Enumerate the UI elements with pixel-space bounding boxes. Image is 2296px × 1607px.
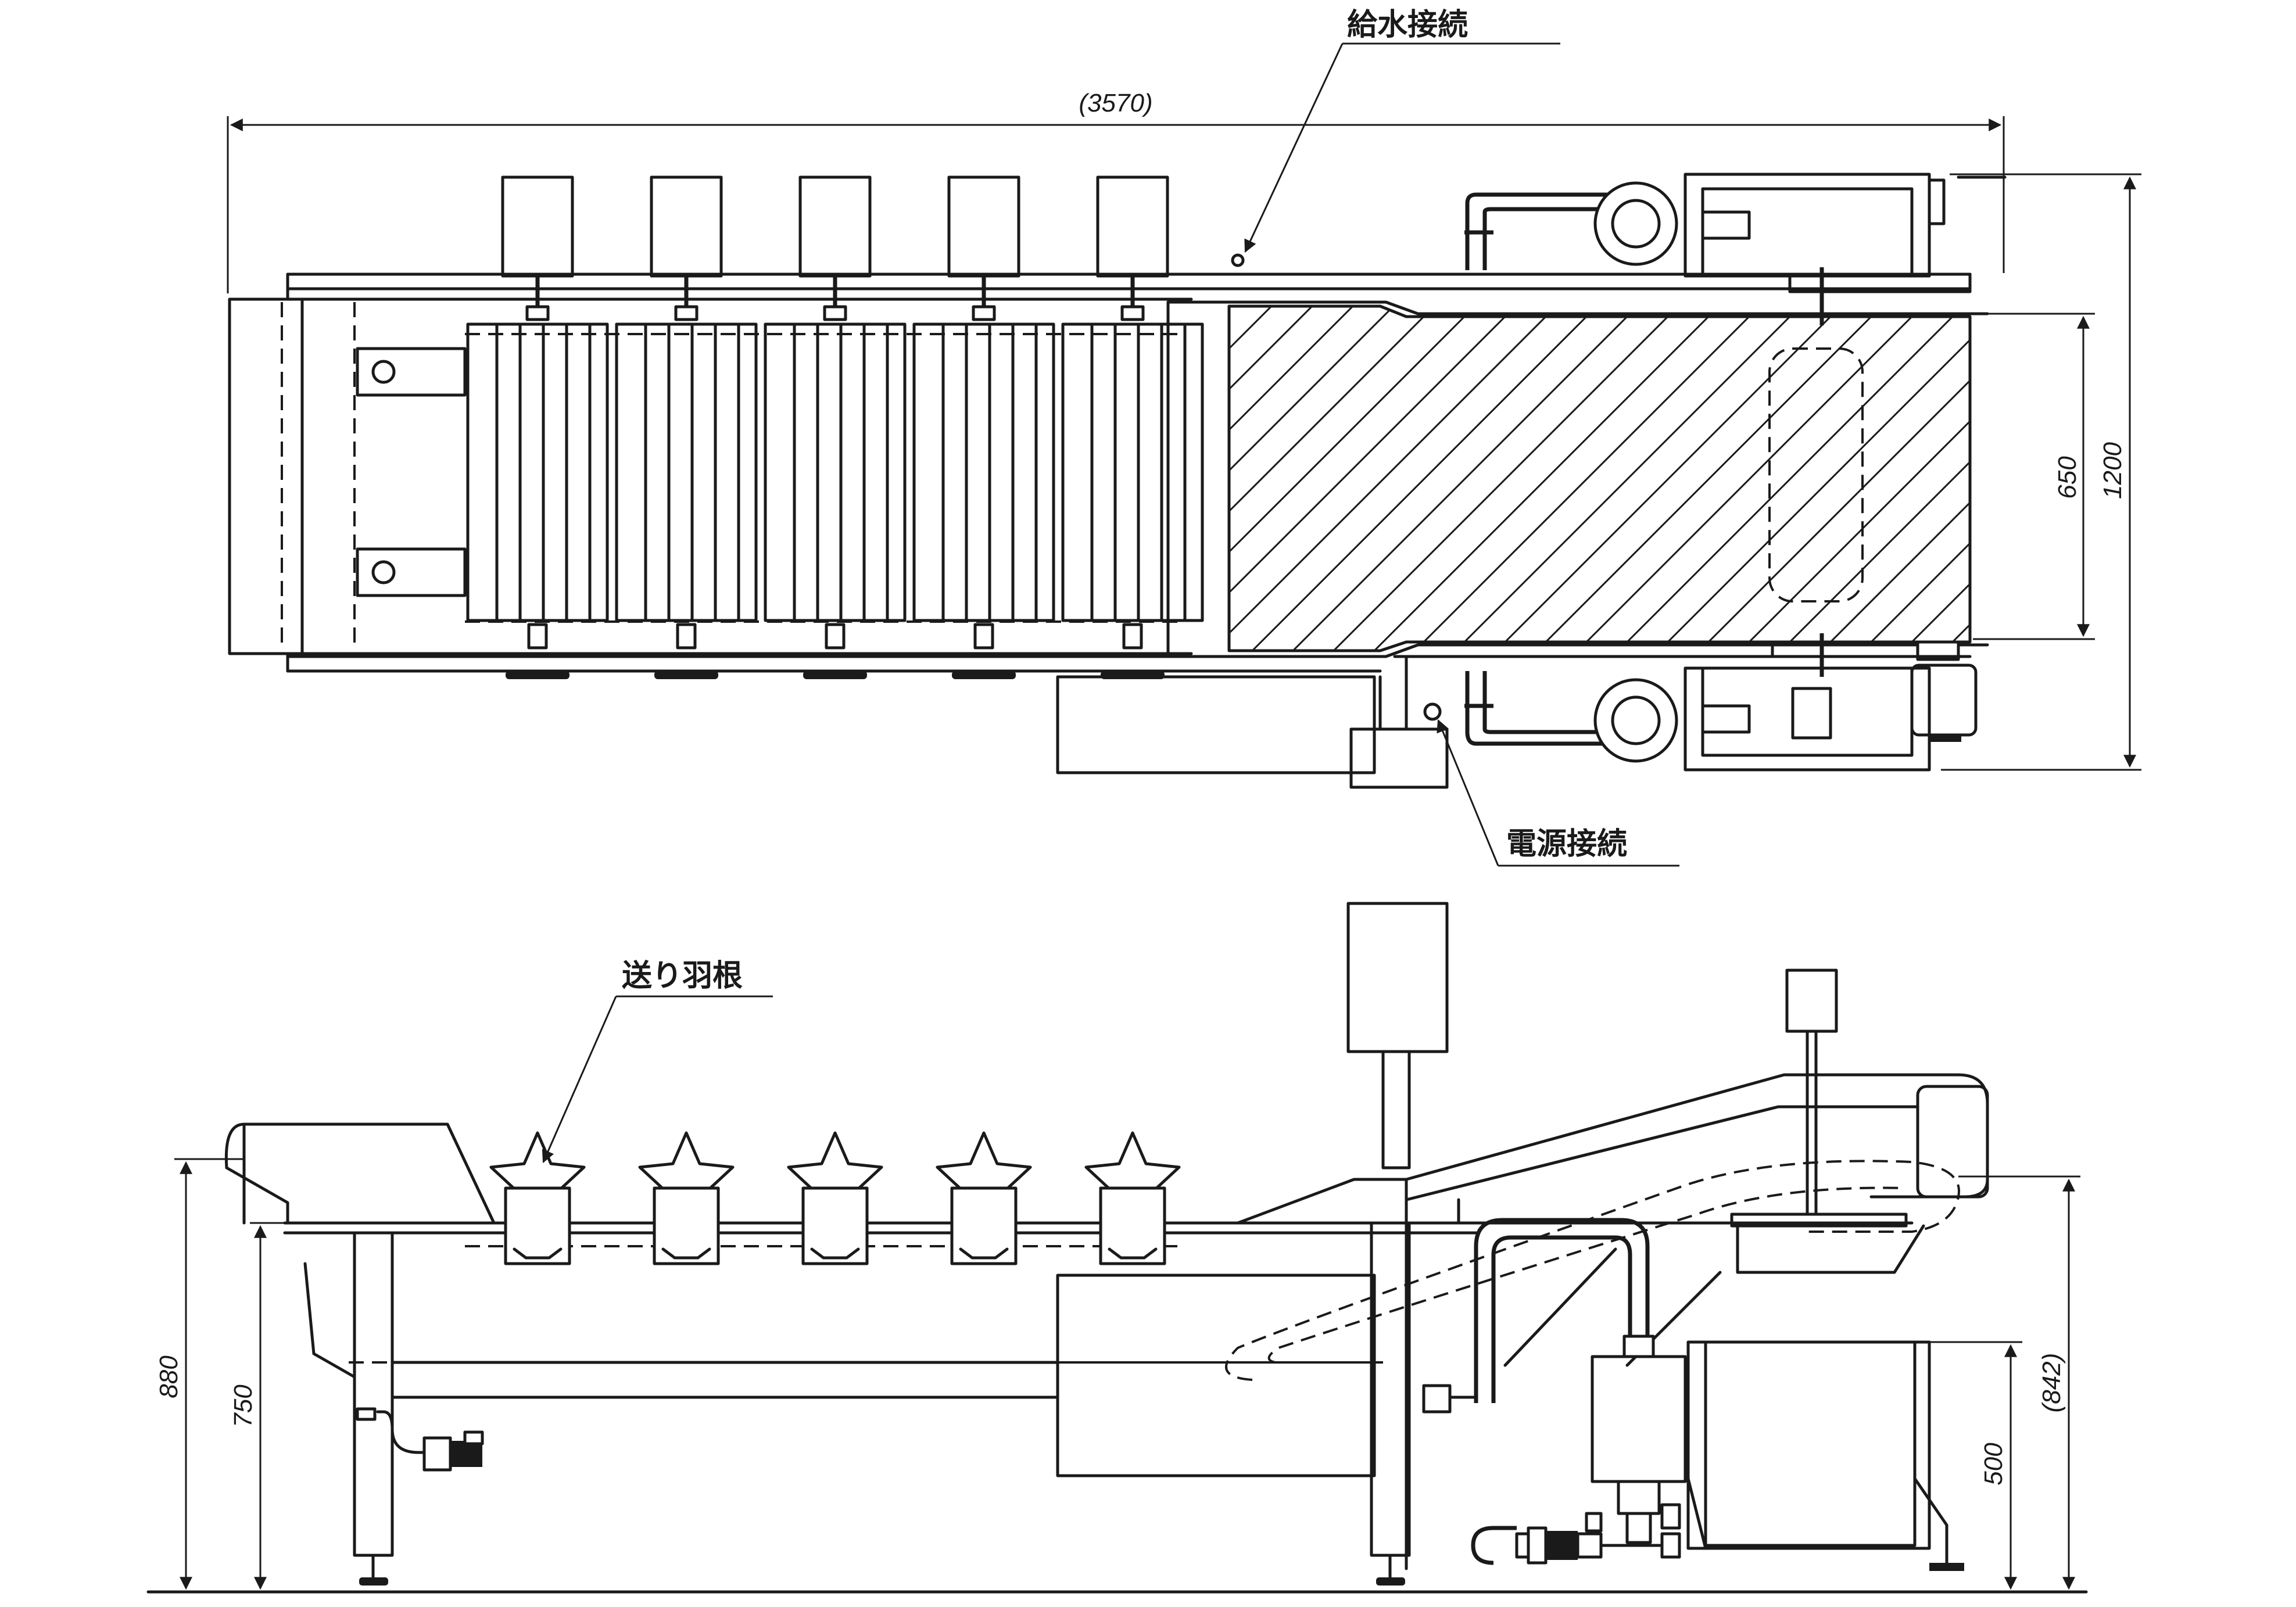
side-view: 880 750 500 (842) 送り羽根	[146, 902, 2088, 1594]
dim-width-text: 1200	[2098, 442, 2127, 499]
paddle-wheel	[787, 1131, 883, 1265]
belt-hatching	[1229, 306, 1970, 651]
tank-side	[1056, 1274, 1376, 1477]
bearing-plates	[356, 347, 467, 597]
control-box-side	[1346, 902, 1838, 1216]
tank-plan	[1056, 253, 1449, 789]
pump-assembly-upper	[1464, 173, 2007, 325]
callout-power-connection: 電源接続	[1437, 719, 1679, 867]
dimension-heights-left: 880 750	[155, 1158, 285, 1590]
legs-side	[349, 1221, 1411, 1586]
dim-height-750-text: 750	[229, 1384, 257, 1427]
dimension-width: 1200 650	[1941, 173, 2141, 771]
dim-height-842-text: (842)	[2037, 1353, 2066, 1413]
dim-height-500-text: 500	[1979, 1443, 2008, 1486]
paddle-blocks-plan	[466, 305, 1204, 679]
main-rail-side	[283, 1198, 1478, 1247]
dimension-overall-length: (3570)	[227, 89, 2005, 293]
motor-row-top	[501, 175, 1169, 308]
paddle-wheel	[489, 1131, 586, 1265]
callout-feed-paddle: 送り羽根	[542, 959, 773, 1164]
pump-piping-side	[1422, 1218, 1964, 1571]
paddle-wheel	[1084, 1131, 1181, 1265]
dimension-heights-right: 500 (842)	[1929, 1175, 2080, 1590]
paddle-wheel	[936, 1131, 1032, 1265]
inlet-chute	[224, 1122, 496, 1379]
callout-water-connection: 給水接続	[1244, 8, 1560, 253]
label-power-connection: 電源接続	[1506, 827, 1627, 861]
label-feed-paddle: 送り羽根	[622, 959, 743, 993]
dim-belt-width-text: 650	[2053, 456, 2082, 499]
drain-valve-left	[356, 1407, 484, 1472]
paddle-wheel	[638, 1131, 735, 1265]
dim-height-880-text: 880	[155, 1355, 183, 1398]
pump-assembly-lower	[1393, 633, 1978, 772]
dim-overall-length-text: (3570)	[1079, 89, 1152, 117]
label-water-connection: 給水接続	[1347, 8, 1468, 42]
inclined-conveyor-side	[1225, 1073, 1989, 1570]
paddle-wheels-side	[489, 1131, 1181, 1265]
conveyor-belt-plan	[1166, 300, 1989, 658]
plan-view: (3570)	[227, 8, 2141, 867]
main-frame-plan	[228, 272, 1972, 673]
